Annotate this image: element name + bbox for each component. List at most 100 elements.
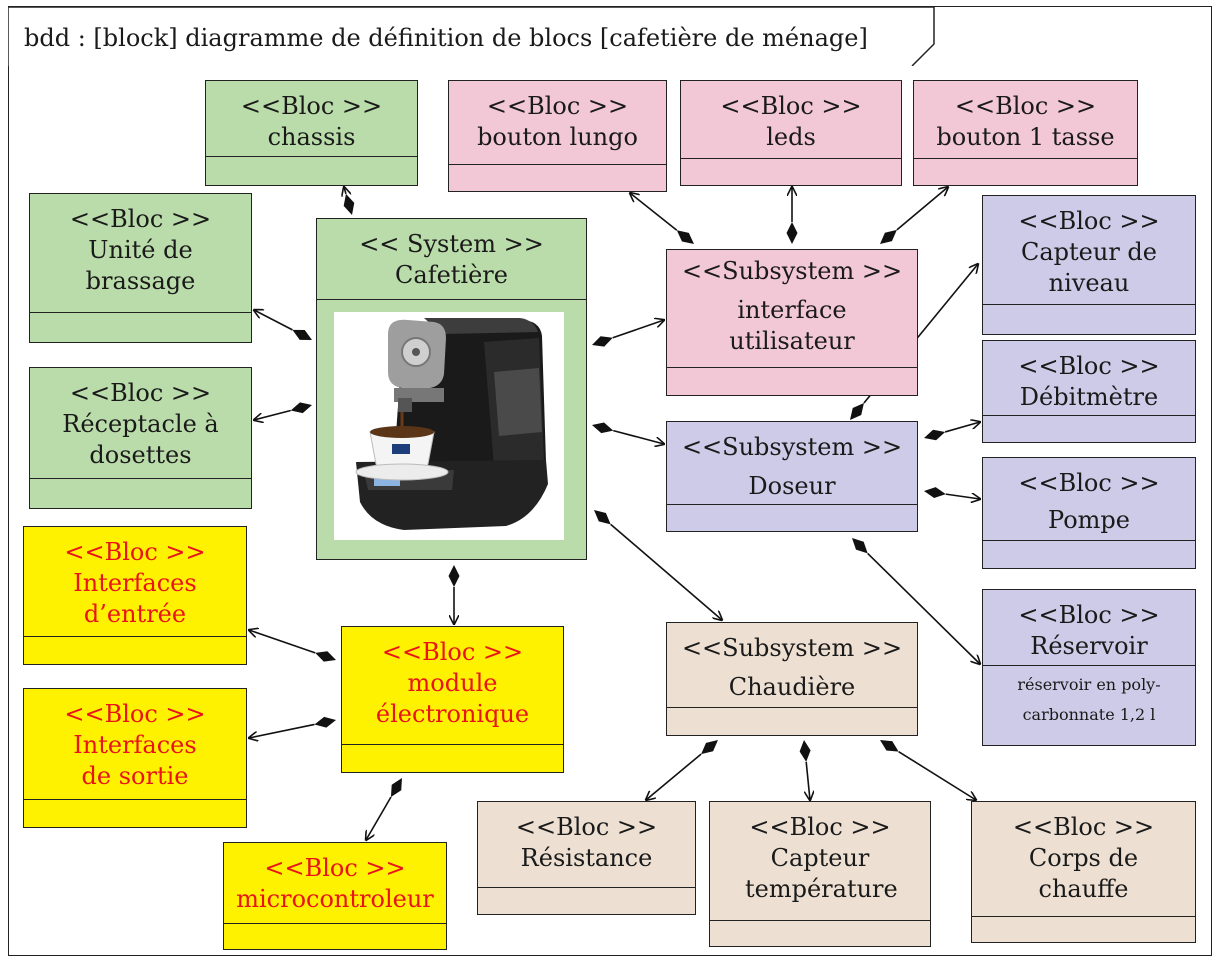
link-system-brassage-diamond-icon: [292, 329, 312, 340]
block-name: module électronique: [375, 669, 530, 728]
block-name: chassis: [267, 123, 356, 151]
link-interface-tasse-line: [896, 187, 948, 231]
block-debitmetre: <<Bloc >> Débitmètre: [982, 340, 1196, 443]
block-stereotype: <<Bloc >>: [1018, 469, 1160, 497]
block-name: Pompe: [1048, 506, 1130, 534]
block-interfaces-sortie: <<Bloc >> Interfaces de sortie: [23, 688, 247, 828]
link-system-chassis-line: [344, 187, 346, 194]
link-module-micro-diamond-icon: [390, 778, 402, 798]
link-interface-lungo-line: [630, 193, 678, 231]
block-chaudiere: <<Subsystem >> Chaudière: [666, 622, 918, 736]
link-system-module-diamond-icon: [448, 565, 460, 587]
block-resistance: <<Bloc >> Résistance: [477, 801, 696, 915]
block-doseur: <<Subsystem >> Doseur: [666, 421, 918, 532]
block-name: Capteur température: [745, 844, 898, 903]
block-pompe: <<Bloc >> Pompe: [982, 457, 1196, 569]
block-stereotype: <<Bloc >>: [69, 379, 212, 407]
block-name: bouton 1 tasse: [936, 123, 1115, 151]
block-stereotype: <<Bloc >>: [954, 92, 1097, 120]
block-microcontroleur: <<Bloc >> microcontroleur: [223, 842, 447, 950]
block-stereotype: <<Bloc >>: [264, 854, 406, 882]
link-module-sortie-line: [249, 723, 315, 738]
block-name: Cafetière: [395, 261, 508, 289]
link-doseur-pompe-line: [945, 494, 980, 499]
block-name: Interfaces de sortie: [73, 731, 197, 790]
link-module-entree-diamond-icon: [315, 651, 336, 662]
block-bouton-lungo: <<Bloc >> bouton lungo: [448, 80, 667, 192]
block-receptacle-dosettes: <<Bloc >> Réceptacle à dosettes: [29, 367, 252, 509]
block-stereotype: <<Bloc >>: [64, 700, 206, 728]
link-system-receptacle-diamond-icon: [290, 402, 312, 414]
block-stereotype: <<Bloc >>: [749, 813, 891, 841]
block-name: Capteur de niveau: [1020, 238, 1157, 297]
block-name: Débitmètre: [1019, 383, 1159, 411]
link-system-doseur-line: [613, 429, 664, 444]
link-interface-tasse-diamond-icon: [880, 229, 897, 244]
block-stereotype: <<Bloc >>: [1018, 352, 1160, 380]
reservoir-note-line-2: carbonnate 1,2 l: [1022, 705, 1156, 724]
block-leds: <<Bloc >> leds: [680, 80, 902, 186]
block-capteur-temperature: <<Bloc >> Capteur température: [709, 801, 931, 947]
link-interface-lungo-diamond-icon: [676, 230, 694, 244]
link-interface-leds-diamond-icon: [786, 222, 798, 244]
link-system-chaudiere-line: [610, 523, 722, 620]
coffee-machine-image: [334, 312, 564, 540]
block-unite-brassage: <<Bloc >> Unité de brassage: [29, 193, 252, 343]
block-name: Chaudière: [728, 673, 856, 701]
link-module-entree-line: [249, 630, 316, 654]
block-stereotype: << System >>: [359, 230, 544, 258]
link-doseur-debitmetre-line: [944, 422, 980, 433]
block-stereotype: <<Bloc >>: [1018, 601, 1160, 629]
link-chaudiere-resistance-line: [646, 753, 702, 800]
link-doseur-debitmetre-diamond-icon: [924, 429, 946, 441]
link-chaudiere-resistance-diamond-icon: [701, 740, 718, 755]
block-name: leds: [766, 123, 816, 151]
block-module-electronique: <<Bloc >> module électronique: [341, 626, 564, 773]
block-stereotype: <<Bloc >>: [381, 638, 524, 666]
link-doseur-reservoir-line: [867, 552, 980, 664]
block-interface-utilisateur: <<Subsystem >> interface utilisateur: [666, 249, 918, 396]
block-capteur-niveau: <<Bloc >> Capteur de niveau: [982, 195, 1196, 335]
block-stereotype: <<Bloc >>: [240, 92, 383, 120]
link-system-interface-line: [612, 320, 664, 339]
link-chaudiere-temperature-line: [806, 761, 810, 800]
block-name: Réservoir: [1030, 632, 1148, 660]
link-system-brassage-line: [254, 310, 293, 331]
link-doseur-reservoir-diamond-icon: [852, 538, 868, 554]
block-stereotype: <<Bloc >>: [64, 538, 206, 566]
block-name: Doseur: [748, 472, 836, 500]
block-name: Interfaces d’entrée: [73, 569, 197, 628]
link-system-chaudiere-diamond-icon: [594, 510, 611, 525]
block-stereotype: <<Bloc >>: [515, 813, 658, 841]
diagram-title: bdd : [block] diagramme de définition de…: [24, 24, 868, 52]
block-name: bouton lungo: [477, 123, 638, 151]
block-name: Corps de chauffe: [1028, 844, 1139, 903]
link-module-sortie-diamond-icon: [314, 716, 336, 728]
block-stereotype: <<Bloc >>: [486, 92, 629, 120]
block-name: microcontroleur: [236, 885, 434, 913]
link-doseur-pompe-diamond-icon: [924, 487, 946, 499]
block-name: Unité de brassage: [85, 236, 196, 295]
block-stereotype: <<Bloc >>: [1012, 813, 1155, 841]
link-module-micro-line: [366, 796, 392, 840]
link-chaudiere-corps-diamond-icon: [880, 740, 899, 752]
title-tab: [8, 6, 935, 66]
reservoir-note-line-1: réservoir en poly-: [1017, 675, 1161, 694]
block-stereotype: <<Bloc >>: [720, 92, 862, 120]
link-system-receptacle-line: [254, 409, 291, 420]
block-interfaces-entree: <<Bloc >> Interfaces d’entrée: [23, 526, 247, 665]
block-bouton-1-tasse: <<Bloc >> bouton 1 tasse: [913, 80, 1138, 186]
block-stereotype: <<Subsystem >>: [681, 634, 903, 662]
link-system-chassis-diamond-icon: [343, 193, 355, 215]
block-reservoir: <<Bloc >> Réservoir réservoir en poly- c…: [982, 589, 1196, 746]
block-stereotype: <<Subsystem >>: [681, 257, 903, 285]
block-name: interface utilisateur: [729, 296, 855, 355]
link-chaudiere-temperature-diamond-icon: [799, 740, 811, 762]
block-name: Résistance: [520, 844, 653, 872]
block-name: Réceptacle à dosettes: [62, 410, 219, 469]
block-stereotype: <<Subsystem >>: [681, 433, 903, 461]
link-doseur-niveau-diamond-icon: [850, 402, 864, 420]
block-stereotype: <<Bloc >>: [69, 205, 212, 233]
block-stereotype: <<Bloc >>: [1018, 207, 1160, 235]
